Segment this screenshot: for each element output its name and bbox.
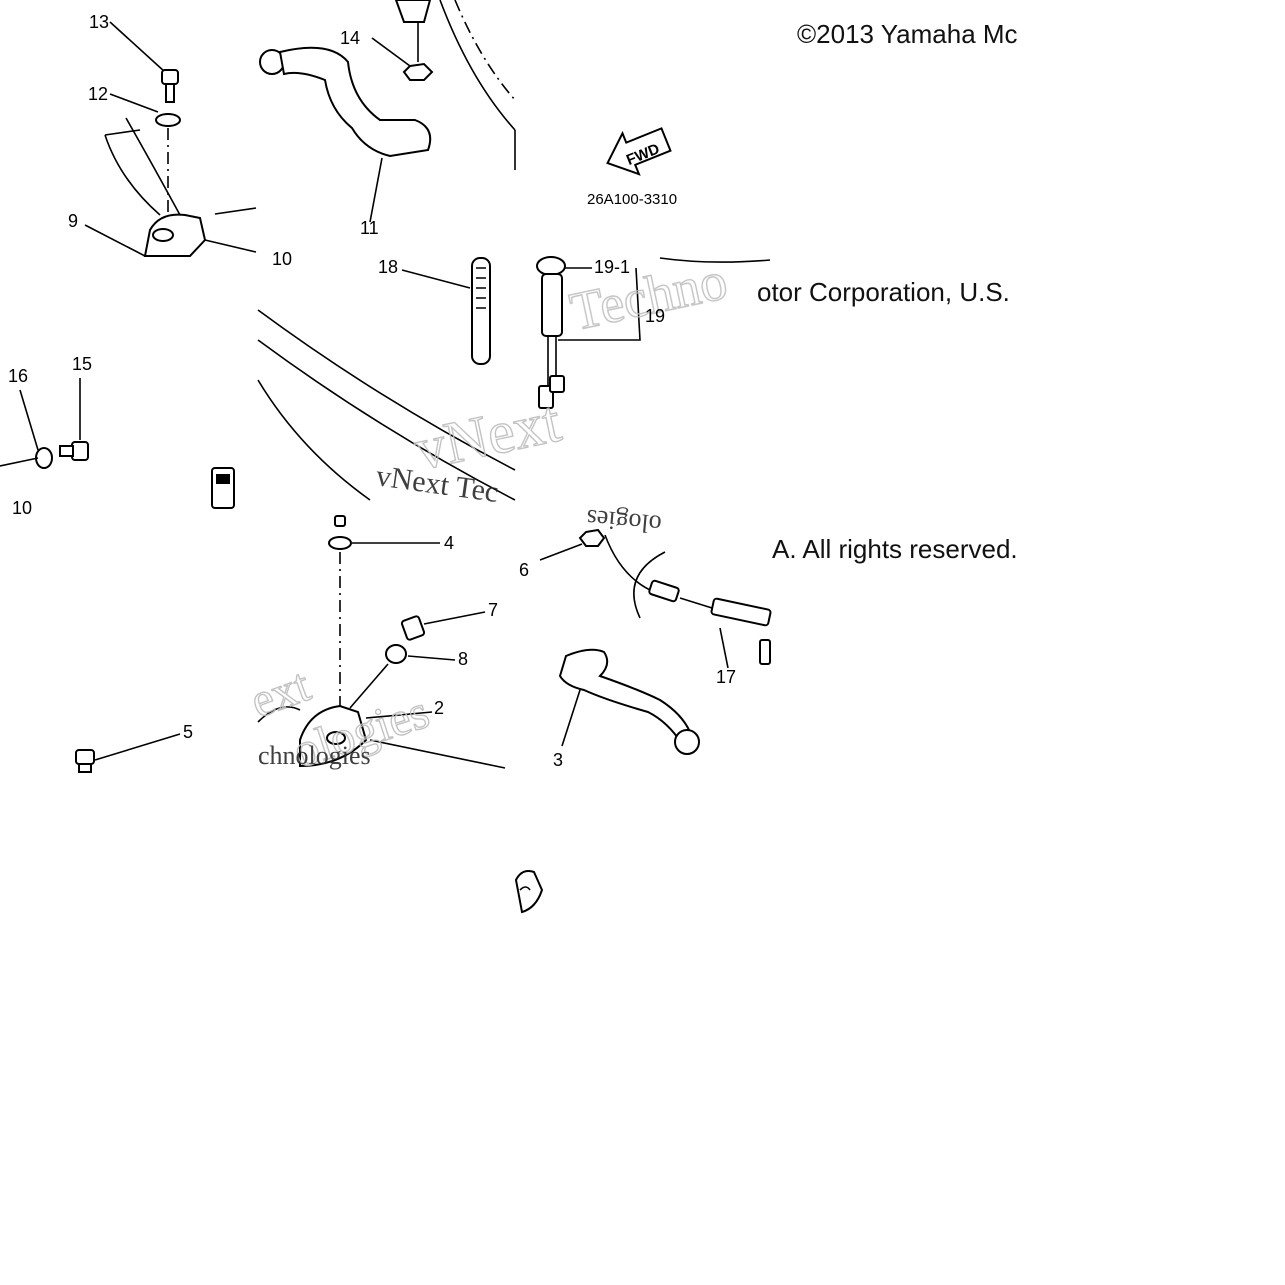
callout-11: 11 (360, 218, 379, 238)
callout-16: 16 (8, 366, 28, 386)
copyright-segment-2: otor Corporation, U.S. (757, 277, 1029, 311)
tile-bottom-center (257, 515, 506, 769)
copyright-segment-3: A. All rights reserved. (772, 534, 1032, 568)
bolt-5-icon (75, 749, 95, 773)
callout-18: 18 (378, 257, 398, 277)
callout-8: 8 (458, 649, 468, 669)
holder-2-icon (299, 704, 368, 768)
callout-19: 19 (645, 306, 665, 326)
callout-15: 15 (72, 354, 92, 374)
tile-bottom-right (539, 528, 772, 755)
washer-4-icon (328, 536, 352, 550)
callout-4: 4 (444, 533, 454, 553)
nut-14-icon (402, 62, 434, 81)
cable-18-icon (471, 257, 491, 365)
washer-16-icon (35, 447, 53, 469)
callout-2: 2 (434, 698, 444, 718)
tile-top-center (257, 0, 516, 501)
clip-icon (211, 467, 235, 509)
washer-8-icon (385, 644, 407, 664)
bolt-13-icon (161, 69, 179, 103)
callout-14: 14 (340, 28, 360, 48)
callout-labels: 13 12 9 10 16 15 10 14 11 18 19-1 19 4 6… (8, 12, 736, 770)
clip-bottom-icon (514, 870, 544, 914)
tile-top-left (0, 21, 257, 509)
watermark-overlay-bottom: chnologies (258, 741, 371, 770)
bolt-top-center-icon (334, 515, 346, 527)
cable-17-icon (648, 579, 772, 665)
copyright-segment-1: ©2013 Yamaha Mc (797, 19, 1029, 53)
callout-9: 9 (68, 211, 78, 231)
callout-19-1: 19-1 (594, 257, 630, 277)
callout-5: 5 (183, 722, 193, 742)
callout-10-top: 10 (272, 249, 292, 269)
switch-19-icon (536, 256, 566, 409)
callout-3: 3 (553, 750, 563, 770)
bolt-15-icon (59, 441, 89, 461)
callout-7: 7 (488, 600, 498, 620)
tile-bottom-left (75, 733, 181, 773)
callout-13: 13 (89, 12, 109, 32)
bolt-7-icon (400, 615, 426, 641)
callout-10-left: 10 (12, 498, 32, 518)
bolt-top-icon (394, 0, 432, 23)
lever-3-icon (558, 648, 700, 755)
callout-12: 12 (88, 84, 108, 104)
holder-9-icon (143, 213, 207, 257)
tile-top-right (514, 127, 771, 409)
washer-12-icon (155, 113, 181, 127)
callout-6: 6 (519, 560, 529, 580)
watermark-mirrored-text: ologies (585, 504, 662, 539)
watermark-text: Techno (565, 250, 732, 342)
callout-17: 17 (716, 667, 736, 687)
nut-6-icon (578, 528, 606, 547)
watermark-ext: ext (244, 658, 318, 728)
diagram-code: 26A100-3310 (587, 191, 677, 208)
lever-11-icon (259, 46, 432, 158)
fwd-arrow-icon (606, 127, 672, 176)
